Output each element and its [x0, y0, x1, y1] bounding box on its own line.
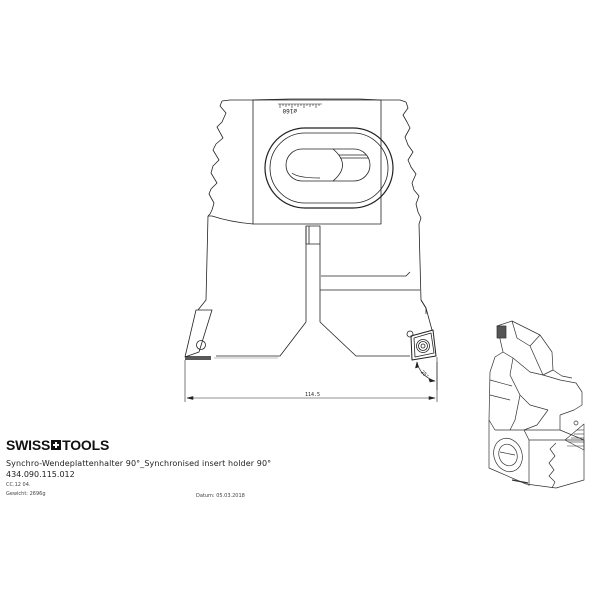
brand-logo: SWISS TOOLS [6, 436, 306, 454]
article-number: 434.090.115.012 [6, 470, 75, 479]
holder-body [197, 215, 427, 359]
left-insert [184, 309, 213, 360]
date-info: Datum: 05.03.2018 [196, 493, 245, 499]
isometric-view [488, 320, 585, 489]
angle-dimension-label: 25° [419, 369, 430, 380]
right-insert [406, 307, 437, 361]
dimension-lines [184, 357, 438, 402]
weight-label: Gewicht: [6, 491, 28, 497]
product-description: Synchro-Wendeplattenhalter 90°_Synchroni… [6, 459, 272, 468]
width-dimension-label: 114.5 [305, 392, 320, 398]
date-value: 05.03.2018 [216, 493, 245, 499]
product-code: CC.12 04. [6, 482, 31, 488]
date-label: Datum: [196, 493, 215, 499]
brand-left: SWISS [6, 437, 51, 453]
clamp-body [207, 98, 422, 225]
brand-right: TOOLS [62, 437, 110, 453]
weight-info: Gewicht: 2696g [6, 491, 306, 497]
clamp-oval [264, 127, 394, 209]
title-block: SWISS TOOLS Synchro-Wendeplattenhalter 9… [6, 436, 306, 497]
diameter-label: ø160 [282, 107, 297, 114]
swiss-cross-icon [51, 440, 62, 450]
weight-value: 2696g [29, 491, 46, 497]
